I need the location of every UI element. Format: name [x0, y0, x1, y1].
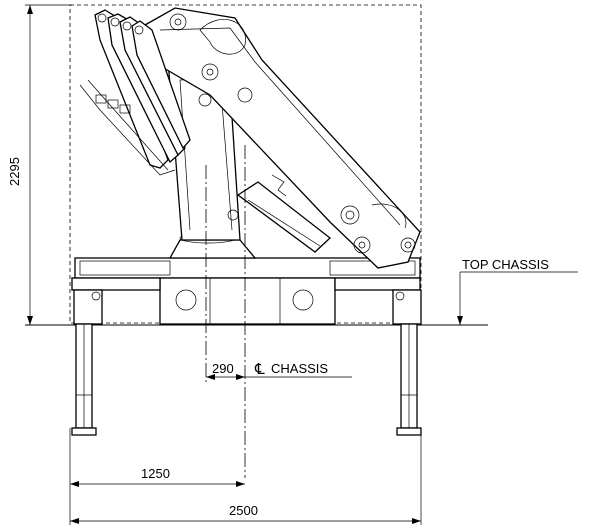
subframe-hole-right [292, 289, 314, 311]
full-width-dimension: 2500 [70, 428, 422, 525]
stabiliser-leg-left [71, 289, 103, 436]
subframe-hole-left [175, 289, 197, 311]
envelope-outline [69, 4, 422, 324]
chassis-centerline-label: CHASSIS [271, 361, 328, 376]
height-dimension: 2295 [7, 4, 72, 326]
top-chassis-marker: TOP CHASSIS [457, 257, 578, 325]
height-dimension-label: 2295 [7, 157, 22, 186]
stabiliser-leg-right [392, 289, 422, 436]
crane-base [71, 232, 421, 325]
offset-dimension: 290 ℄ CHASSIS [206, 361, 352, 380]
offset-dimension-label: 290 [212, 361, 234, 376]
top-chassis-label: TOP CHASSIS [462, 257, 549, 272]
extension-booms [79, 9, 191, 176]
full-width-dimension-label: 2500 [229, 503, 258, 518]
half-width-dimension-label: 1250 [141, 466, 170, 481]
half-width-dimension: 1250 [69, 428, 245, 525]
centerline-symbol: ℄ [254, 361, 265, 378]
lift-cylinder [236, 181, 332, 253]
inner-boom [144, 7, 421, 269]
